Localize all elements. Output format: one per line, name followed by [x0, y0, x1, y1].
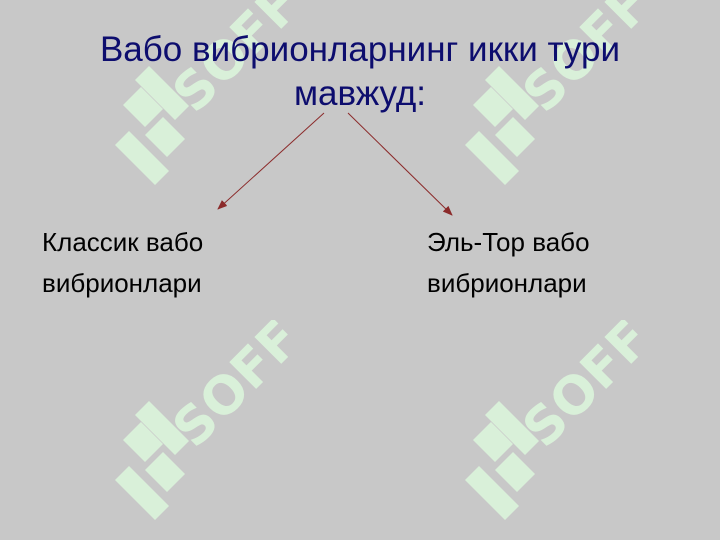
- slide-title: Вабо вибрионларнинг икки тури мавжуд:: [20, 28, 700, 116]
- arrow-left: [217, 112, 325, 210]
- watermark-logo: SOFF: [465, 320, 662, 520]
- el-tor-vibrio-label-line-1: Эль-Тор вабо: [427, 227, 590, 257]
- arrow-right: [347, 112, 453, 216]
- classic-vibrio-label-line-2: вибрионлари: [42, 268, 202, 298]
- el-tor-vibrio-label-line-2: вибрионлари: [427, 268, 587, 298]
- slide-title-line-2: мавжуд:: [293, 74, 427, 113]
- slide-title-line-1: Вабо вибрионларнинг икки тури: [99, 30, 621, 69]
- el-tor-vibrio-label: Эль-Тор вабо вибрионлари: [427, 222, 590, 304]
- classic-vibrio-label-line-1: Классик вабо: [42, 227, 204, 257]
- watermark-logo: SOFF: [115, 0, 312, 185]
- watermark-logo: SOFF: [465, 0, 662, 185]
- classic-vibrio-label: Классик вабо вибрионлари: [42, 222, 203, 304]
- watermark-logo: SOFF: [115, 320, 312, 520]
